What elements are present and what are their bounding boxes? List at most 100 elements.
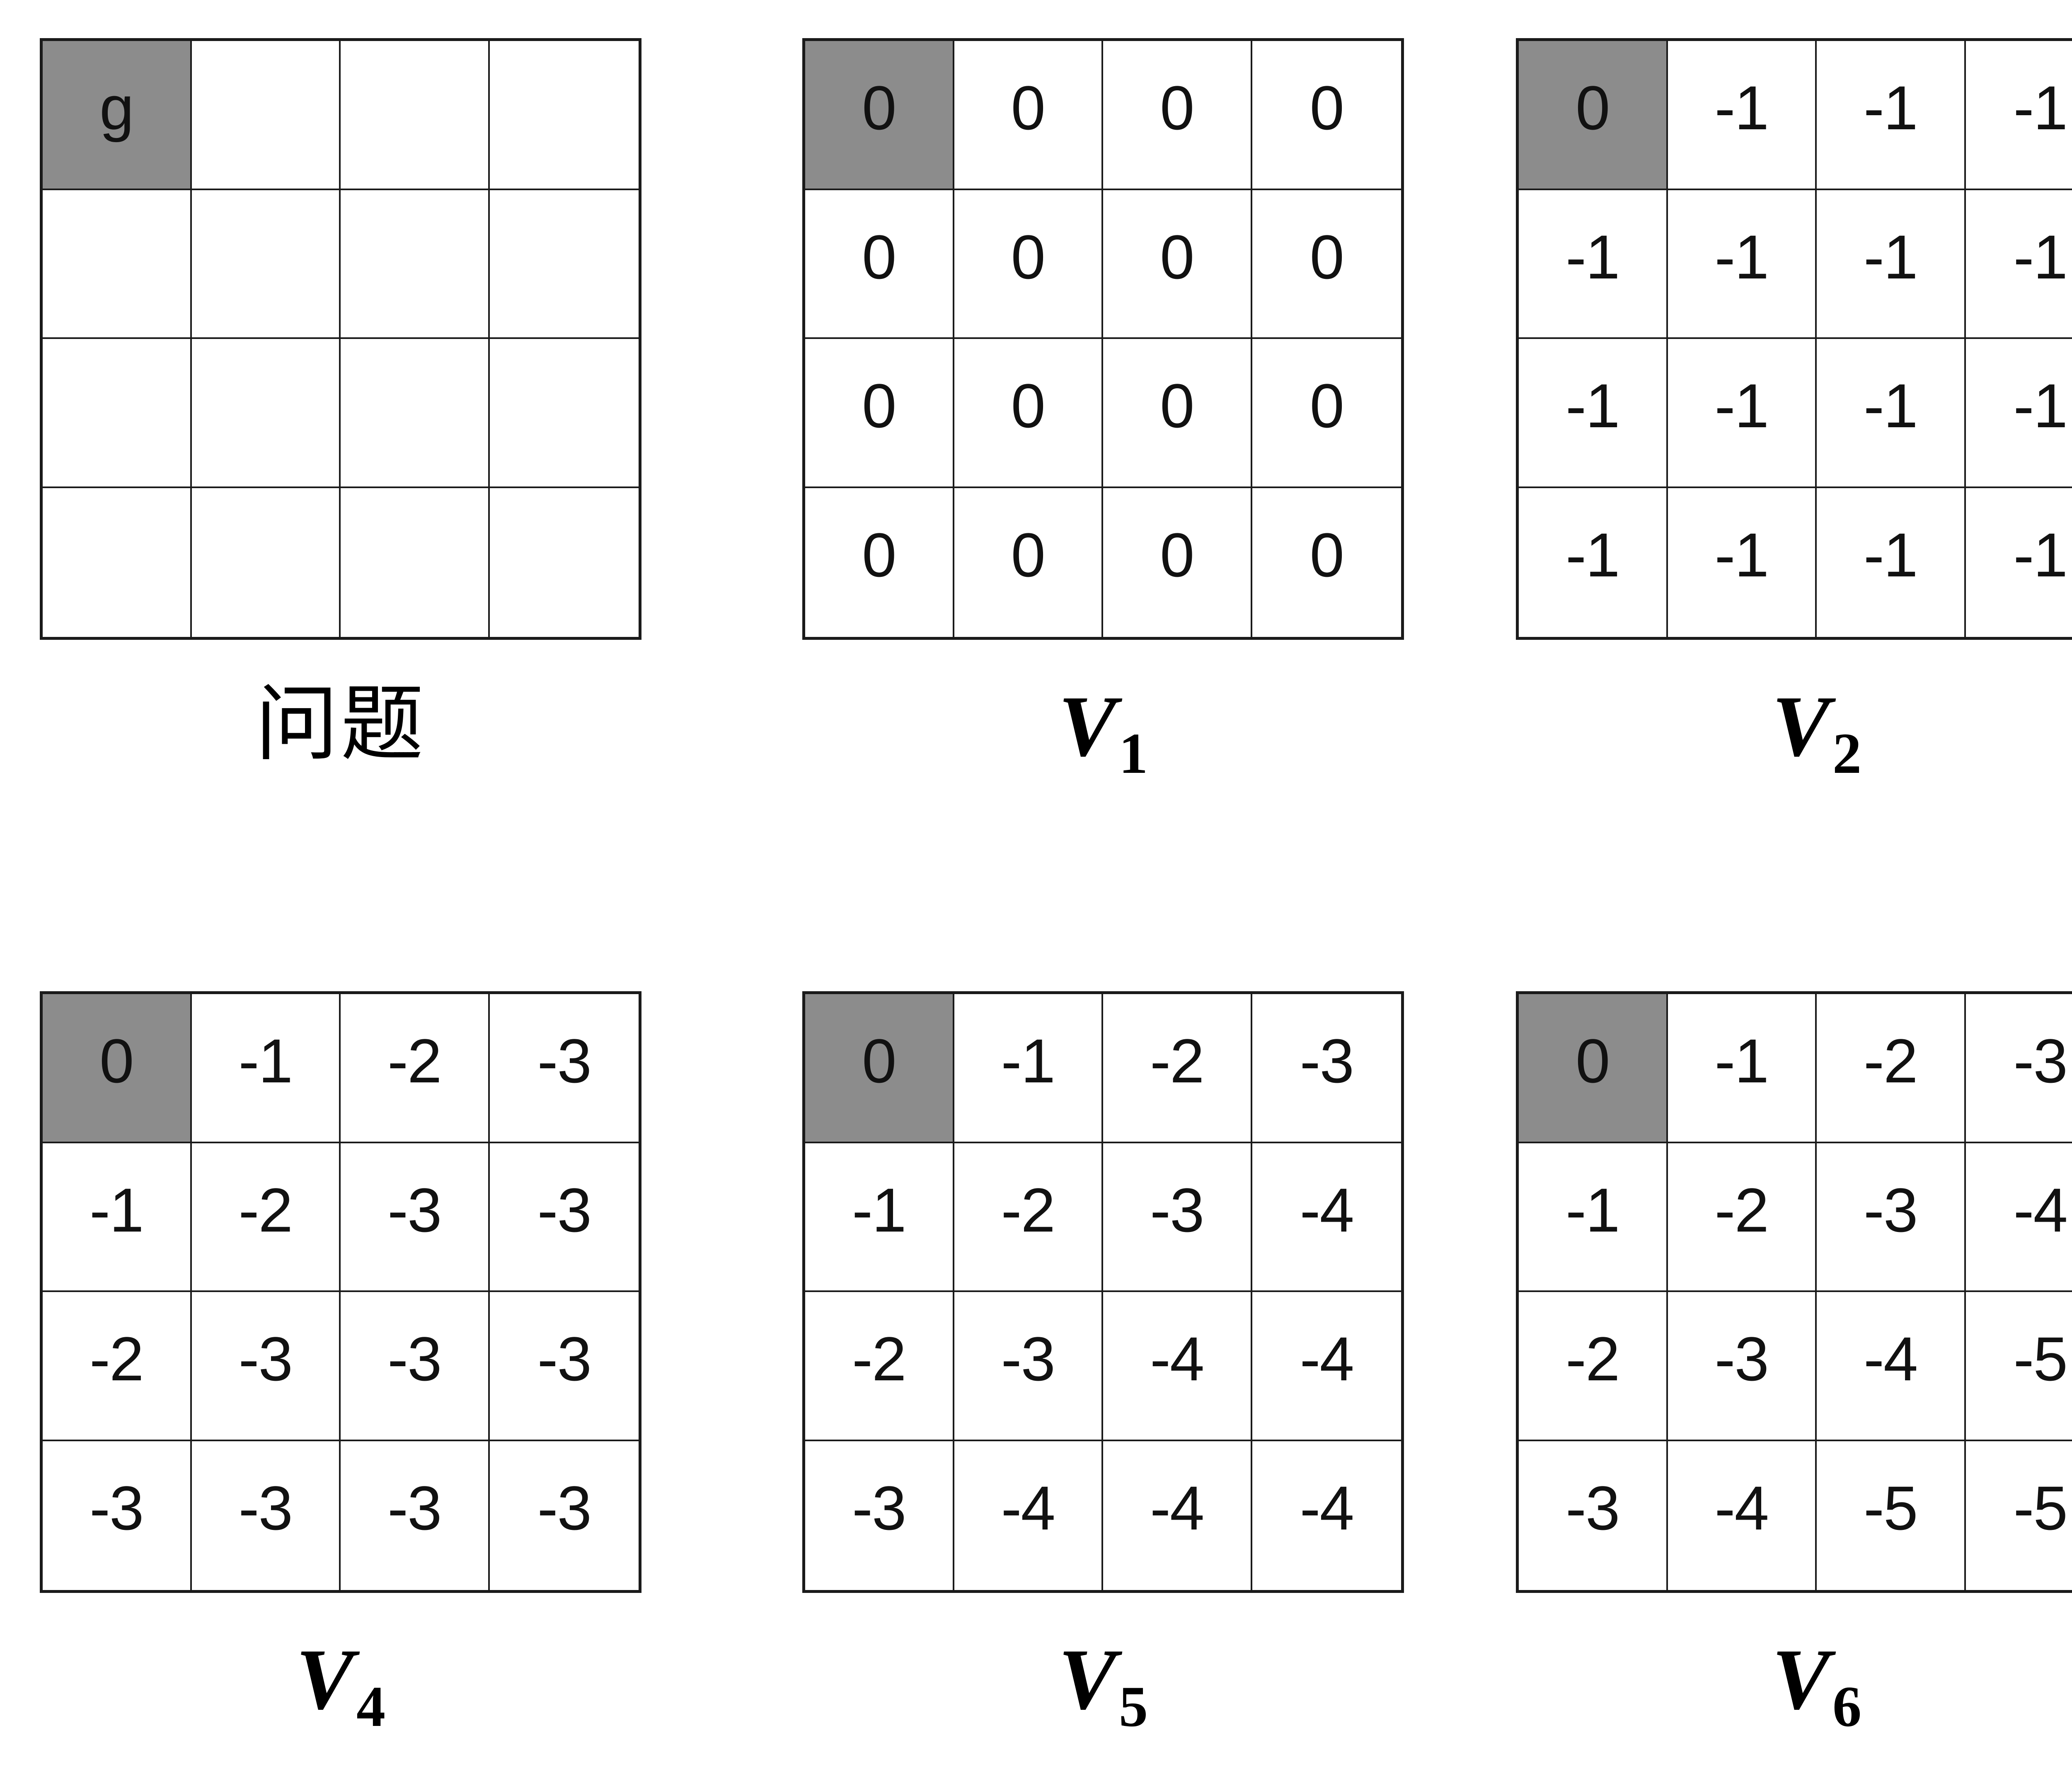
- cell-value: -1: [1864, 371, 1918, 440]
- cell-value: 0: [1011, 73, 1046, 143]
- grid-cell: -2: [954, 1143, 1103, 1292]
- cell-value: -4: [1300, 1175, 1354, 1245]
- cell-value: 0: [1310, 520, 1344, 590]
- cell-value: 0: [1011, 222, 1046, 292]
- grid-cell: [191, 41, 341, 190]
- grid-cell: -4: [1252, 1143, 1401, 1292]
- caption-symbol: V: [1772, 678, 1830, 774]
- caption-symbol: V: [1058, 1631, 1117, 1728]
- cell-value: -1: [1566, 1175, 1620, 1245]
- cell-value: -3: [852, 1473, 906, 1543]
- cell-value: -3: [387, 1324, 442, 1394]
- grid-cell: -1: [1519, 339, 1668, 488]
- cell-value: 0: [1310, 73, 1344, 143]
- grid-cell: 0: [805, 190, 954, 339]
- cell-value: -3: [1300, 1026, 1354, 1096]
- caption-subscript: 2: [1832, 721, 1862, 786]
- cell-value: -1: [1864, 73, 1918, 143]
- grid-cell: -3: [1965, 994, 2072, 1143]
- value-grid-v6: 0-1-2-3-1-2-3-4-2-3-4-5-3-4-5-5: [1516, 991, 2072, 1593]
- grid-cell: 0: [805, 339, 954, 488]
- grid-cell: -1: [1668, 339, 1817, 488]
- grid-cell: 0: [1252, 339, 1401, 488]
- value-grid-v2: 0-1-1-1-1-1-1-1-1-1-1-1-1-1-1-1: [1516, 38, 2072, 640]
- cell-value: -3: [537, 1175, 592, 1245]
- grid-cell: -2: [1103, 994, 1252, 1143]
- grid-cell: -1: [1965, 190, 2072, 339]
- grid-cell: -3: [1103, 1143, 1252, 1292]
- grid-cell: -4: [1668, 1441, 1817, 1590]
- grid-cell: -1: [1519, 1143, 1668, 1292]
- grid-cell: [43, 488, 192, 637]
- caption-symbol: V: [295, 1631, 354, 1728]
- grid-cell: [341, 488, 490, 637]
- grid-cell: -3: [191, 1292, 341, 1441]
- grid-cell: 0: [1252, 488, 1401, 637]
- cell-value: 0: [862, 520, 896, 590]
- value-grid-v4: 0-1-2-3-1-2-3-3-2-3-3-3-3-3-3-3: [40, 991, 641, 1593]
- cell-value: -3: [1150, 1175, 1204, 1245]
- panel-caption-problem: 问题: [40, 678, 641, 786]
- grid-cell: -1: [1668, 994, 1817, 1143]
- grid-cell: -3: [489, 1292, 639, 1441]
- grid-cell: -1: [1668, 41, 1817, 190]
- grid-cell: [43, 190, 192, 339]
- cell-value: -1: [90, 1175, 144, 1245]
- grid-cell: -1: [1965, 488, 2072, 637]
- grid-cell: -1: [1519, 488, 1668, 637]
- cell-value: -1: [2013, 520, 2068, 590]
- grid-cell: 0: [954, 488, 1103, 637]
- cell-value: -5: [2013, 1324, 2068, 1394]
- grid-cell: -1: [1965, 339, 2072, 488]
- grid-cell: [341, 339, 490, 488]
- cell-value: -1: [1714, 520, 1769, 590]
- caption-symbol: V: [1772, 1631, 1830, 1728]
- grid-cell: 0: [954, 339, 1103, 488]
- grid-cell: -3: [805, 1441, 954, 1590]
- grid-cell: g: [43, 41, 192, 190]
- grid-cell: 0: [954, 190, 1103, 339]
- cell-value: g: [99, 73, 134, 143]
- grid-cell: [191, 488, 341, 637]
- grid-cell: -2: [191, 1143, 341, 1292]
- cell-value: -2: [1864, 1026, 1918, 1096]
- panel-caption-v4: V4: [40, 1631, 641, 1739]
- grid-cell: -4: [1252, 1441, 1401, 1590]
- cell-value: -2: [1714, 1175, 1769, 1245]
- grid-cell: -1: [805, 1143, 954, 1292]
- value-grid-v5: 0-1-2-3-1-2-3-4-2-3-4-4-3-4-4-4: [802, 991, 1404, 1593]
- grid-cell: -3: [489, 1143, 639, 1292]
- cell-value: 0: [1576, 1026, 1610, 1096]
- cell-value: -4: [1150, 1324, 1204, 1394]
- grid-cell: -2: [341, 994, 490, 1143]
- cell-value: -3: [238, 1324, 293, 1394]
- grid-cell: 0: [1103, 488, 1252, 637]
- cell-value: -5: [1864, 1473, 1918, 1543]
- grid-cell: -2: [1817, 994, 1966, 1143]
- grid-cell: 0: [805, 488, 954, 637]
- panel-caption-v5: V5: [802, 1631, 1404, 1739]
- panel-caption-v2: V2: [1516, 678, 2072, 786]
- cell-value: -1: [1714, 1026, 1769, 1096]
- grid-cell: 0: [43, 994, 192, 1143]
- grid-cell: -3: [1668, 1292, 1817, 1441]
- cell-value: 0: [1011, 371, 1046, 440]
- grid-cell: -1: [1965, 41, 2072, 190]
- grid-cell: [191, 190, 341, 339]
- panel-caption-v1: V1: [802, 678, 1404, 786]
- cell-value: 0: [862, 73, 896, 143]
- cell-value: -3: [387, 1473, 442, 1543]
- cell-value: -4: [1150, 1473, 1204, 1543]
- cell-value: -1: [1566, 222, 1620, 292]
- grid-cell: 0: [805, 994, 954, 1143]
- grid-cell: -2: [1668, 1143, 1817, 1292]
- cell-value: 0: [862, 371, 896, 440]
- grid-cell: -5: [1817, 1441, 1966, 1590]
- grid-cell: -3: [341, 1143, 490, 1292]
- value-grid-problem: g: [40, 38, 641, 640]
- cell-value: -3: [537, 1026, 592, 1096]
- cell-value: -4: [1300, 1473, 1354, 1543]
- grid-cell: -1: [1817, 190, 1966, 339]
